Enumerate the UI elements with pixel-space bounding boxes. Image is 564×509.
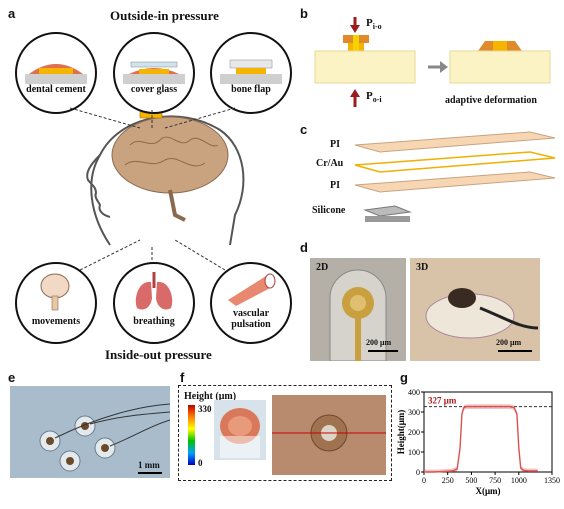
p-oi-sub: o-i xyxy=(372,95,382,105)
circle-bone-flap: bone flap xyxy=(210,32,292,114)
adaptive-deformation-caption: adaptive deformation xyxy=(445,95,537,106)
panel-a-top-title: Outside-in pressure xyxy=(110,8,219,23)
photo-f-optical xyxy=(272,395,386,475)
circle-dental-cement: dental cement xyxy=(15,32,97,114)
y-tick-label: 100 xyxy=(408,448,420,457)
panel-c-layers xyxy=(354,131,556,222)
circle-cover-glass: cover glass xyxy=(113,32,195,114)
scale-3d-bar xyxy=(498,350,532,352)
layer-silicone: Silicone xyxy=(312,205,346,216)
layer-cr-au: Cr/Au xyxy=(316,158,344,169)
scale-e-bar xyxy=(138,472,162,474)
p-oi-label: Po-i xyxy=(366,90,382,104)
panel-b-label: b xyxy=(300,6,308,21)
vascular-line-2: pulsation xyxy=(231,319,271,330)
skull-spine-icon xyxy=(40,273,70,311)
x-tick-label: 1000 xyxy=(511,476,527,485)
p-oi-main: P xyxy=(366,90,373,102)
circle-vascular-pulsation: vascular pulsation xyxy=(210,262,292,344)
panel-c-label: c xyxy=(300,122,308,137)
electrode-3d-drawing xyxy=(425,288,539,339)
dental-cement-label: dental cement xyxy=(26,84,86,95)
panel-b-diagram xyxy=(314,17,551,107)
series-line xyxy=(424,405,538,473)
x-tick-label: 1350 xyxy=(544,476,560,485)
y-tick-label: 200 xyxy=(408,428,420,437)
electrode-2d-drawing xyxy=(329,269,387,361)
scale-e-label: 1 mm xyxy=(138,460,160,470)
height-profile-chart: 0 100 200 300 400 0 250 500 750 1000 1350 327 μm X(μ… xyxy=(396,388,560,496)
y-tick-label: 400 xyxy=(408,388,420,397)
circle-movements: movements xyxy=(15,262,97,344)
height-map-image xyxy=(214,400,266,460)
panel-d-label: d xyxy=(300,240,308,255)
p-io-sub: i-o xyxy=(372,22,382,32)
lungs-icon xyxy=(135,272,173,310)
x-tick-label: 750 xyxy=(489,476,501,485)
optical-image-drawing xyxy=(272,395,386,475)
x-tick-label: 250 xyxy=(442,476,454,485)
panel-f-label: f xyxy=(180,370,185,385)
vascular-pulsation-label: vascular pulsation xyxy=(212,308,290,330)
x-axis-label: X(μm) xyxy=(475,486,500,496)
colorbar-title: Height (μm) xyxy=(184,391,237,402)
dental-cement-icon xyxy=(25,64,87,84)
p-io-label: Pi-o xyxy=(366,17,382,31)
colorbar-max: 330 xyxy=(198,404,212,414)
height-map-drawing xyxy=(220,408,260,458)
vascular-line-1: vascular xyxy=(232,308,270,319)
x-tick-label: 500 xyxy=(465,476,477,485)
cover-glass-label: cover glass xyxy=(130,84,178,95)
breathing-label: breathing xyxy=(133,316,175,327)
bone-flap-icon xyxy=(220,59,282,84)
colorbar-min: 0 xyxy=(198,458,203,468)
tag-3d: 3D xyxy=(416,262,429,273)
bone-flap-label: bone flap xyxy=(231,84,271,95)
scale-2d-label: 200 μm xyxy=(366,338,392,347)
blood-vessel-icon xyxy=(228,273,276,306)
y-tick-label: 300 xyxy=(408,408,420,417)
photo-2d-electrode: 2D 200 μm xyxy=(310,258,406,361)
cover-glass-icon xyxy=(123,61,185,84)
height-colorbar xyxy=(188,405,195,465)
tag-2d: 2D xyxy=(316,262,329,273)
scale-2d-bar xyxy=(368,350,398,352)
layer-pi-bottom: PI xyxy=(330,180,340,191)
panel-f-frame xyxy=(178,385,392,481)
device-array-drawing xyxy=(10,386,170,478)
panel-a-bottom-title: Inside-out pressure xyxy=(105,347,212,362)
y-tick-label: 0 xyxy=(416,468,420,477)
panel-a-label: a xyxy=(8,6,16,21)
scale-3d-label: 200 μm xyxy=(496,338,522,347)
photo-device-array: 1 mm xyxy=(10,386,170,478)
reference-annotation: 327 μm xyxy=(428,396,457,406)
panel-e-label: e xyxy=(8,370,16,385)
layer-pi-top: PI xyxy=(330,139,340,150)
y-axis-label: Height(μm) xyxy=(396,410,406,455)
photo-3d-electrode: 3D 200 μm xyxy=(410,258,540,361)
panel-g-label: g xyxy=(400,370,408,385)
circle-breathing: breathing xyxy=(113,262,195,344)
x-tick-label: 0 xyxy=(422,476,426,485)
p-io-main: P xyxy=(366,17,373,29)
movements-label: movements xyxy=(31,316,81,327)
panel-a-connectors xyxy=(69,107,236,271)
